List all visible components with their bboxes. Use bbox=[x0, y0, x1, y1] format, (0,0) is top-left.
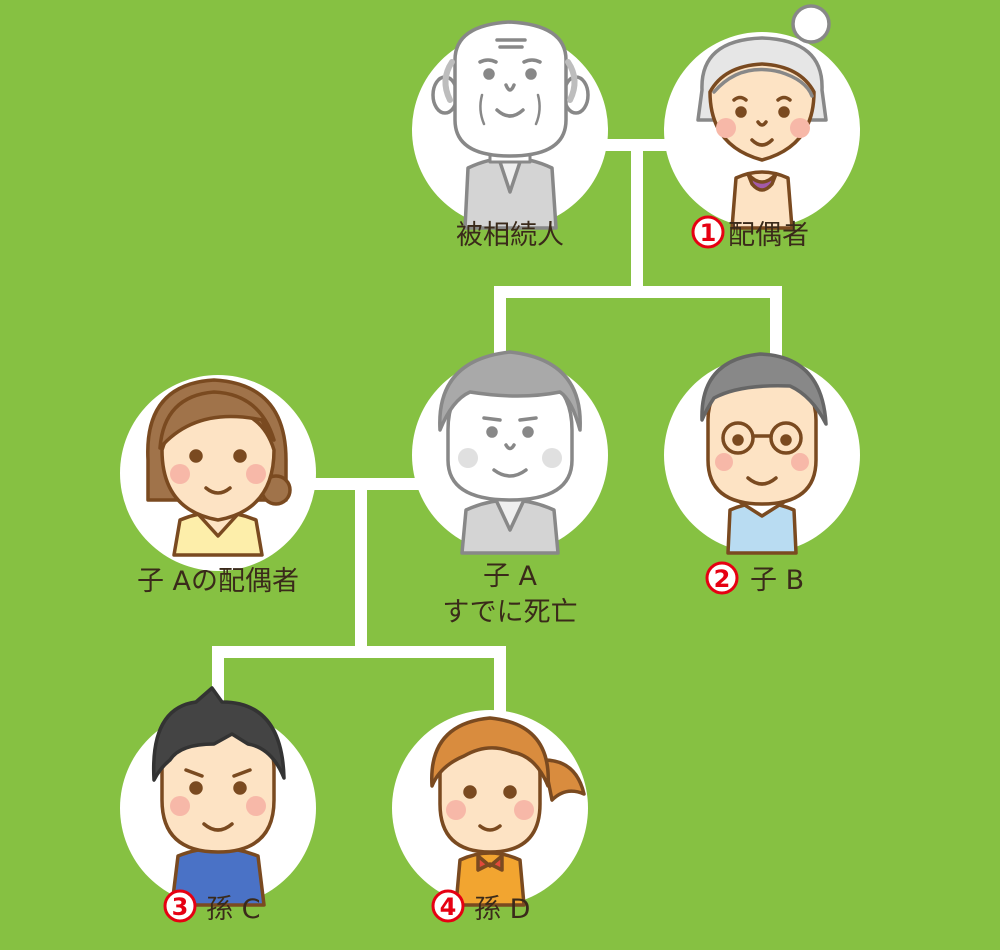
node-deceased: 被相続人 bbox=[412, 20, 608, 251]
connector-lines bbox=[212, 139, 782, 720]
node-grandchild-c: 3 孫 C bbox=[120, 686, 316, 925]
number-mark: 3 bbox=[172, 893, 189, 921]
number-mark: 4 bbox=[440, 893, 457, 921]
number-badge bbox=[691, 215, 725, 249]
boy-icon bbox=[151, 686, 286, 907]
girl-icon bbox=[430, 716, 586, 907]
node-sublabel: すでに死亡 bbox=[442, 597, 577, 628]
woman-icon bbox=[146, 378, 292, 557]
node-child-a: 子 A すでに死亡 bbox=[412, 350, 608, 628]
node-grandchild-d: 4 孫 D bbox=[392, 710, 588, 925]
number-mark: 2 bbox=[714, 565, 731, 593]
node-label: 子 Aの配偶者 bbox=[137, 566, 299, 597]
number-badge bbox=[163, 889, 197, 923]
node-label: 孫 C bbox=[206, 894, 260, 925]
node-label: 配偶者 bbox=[728, 220, 809, 251]
node-label: 子 B bbox=[750, 565, 804, 596]
number-badge bbox=[431, 889, 465, 923]
man-with-glasses-icon bbox=[700, 352, 828, 555]
node-child-a-spouse: 子 Aの配偶者 bbox=[120, 375, 316, 597]
number-badge bbox=[705, 561, 739, 595]
node-label: 孫 D bbox=[474, 894, 530, 925]
node-label: 被相続人 bbox=[456, 220, 564, 251]
middle-aged-man-gray-icon bbox=[438, 350, 582, 555]
elderly-man-gray-icon bbox=[431, 20, 590, 230]
node-spouse: 1 配偶者 bbox=[664, 4, 860, 251]
node-child-b: 2 子 B bbox=[664, 352, 860, 596]
number-mark: 1 bbox=[700, 219, 717, 247]
elderly-woman-icon bbox=[696, 4, 831, 230]
node-label: 子 A bbox=[483, 561, 538, 592]
